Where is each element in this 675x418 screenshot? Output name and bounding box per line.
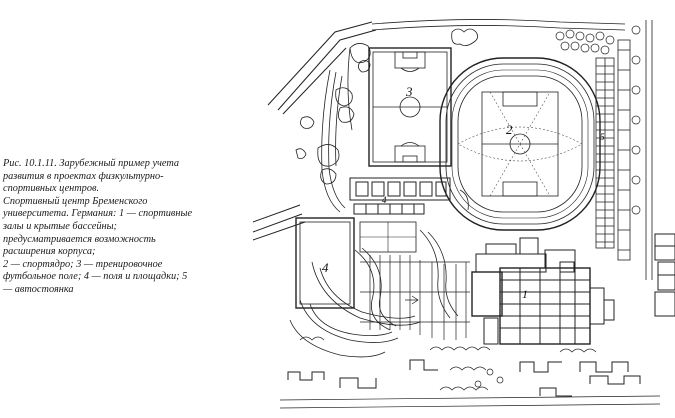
caption-line: футбольное поле; 4 — поля и площадки; 5 bbox=[3, 271, 188, 283]
bottom-housing bbox=[279, 359, 661, 409]
courts-area: 4 bbox=[295, 217, 417, 309]
parking-lot: 5 bbox=[595, 39, 631, 261]
label-1: 1 bbox=[522, 287, 528, 301]
caption-line: развития в проектах физкультурно- bbox=[3, 170, 164, 182]
label-3: 3 bbox=[405, 84, 413, 99]
training-football-field: 3 bbox=[368, 47, 452, 167]
caption-line: — автостоянка bbox=[3, 283, 74, 295]
access-roads bbox=[252, 21, 377, 241]
lanes-and-strips bbox=[360, 255, 470, 340]
small-courts-row: 4 bbox=[349, 177, 451, 215]
paths-and-contours bbox=[289, 19, 626, 358]
caption-line: предусматривается возможность bbox=[3, 233, 156, 245]
trees-right bbox=[555, 25, 641, 215]
trees-bottom bbox=[299, 336, 597, 391]
caption-line: расширения корпуса; bbox=[3, 246, 96, 258]
caption-line: залы и крытые бассейны; bbox=[3, 220, 117, 232]
label-4-top: 4 bbox=[382, 195, 387, 205]
caption-line: 2 — спортядро; 3 — тренировочное bbox=[3, 258, 163, 270]
caption-line: Спортивный центр Бременского bbox=[3, 195, 148, 207]
label-5: 5 bbox=[600, 132, 605, 142]
caption-line: Рис. 10.1.11. Зарубежный пример учета bbox=[3, 158, 180, 169]
right-road bbox=[645, 20, 653, 280]
label-2: 2 bbox=[506, 122, 513, 137]
sports-halls-complex: 1 bbox=[471, 237, 615, 345]
label-4: 4 bbox=[322, 260, 329, 275]
caption-line: спортивных центров. bbox=[3, 183, 100, 195]
trees-left bbox=[295, 28, 478, 185]
residential-blocks-right bbox=[654, 233, 675, 317]
caption-line: университета. Германия: 1 — спортивные bbox=[3, 208, 193, 220]
figure-caption: Рис. 10.1.11. Зарубежный пример учета ра… bbox=[3, 158, 263, 297]
stadium-sports-core: 2 bbox=[439, 57, 601, 231]
